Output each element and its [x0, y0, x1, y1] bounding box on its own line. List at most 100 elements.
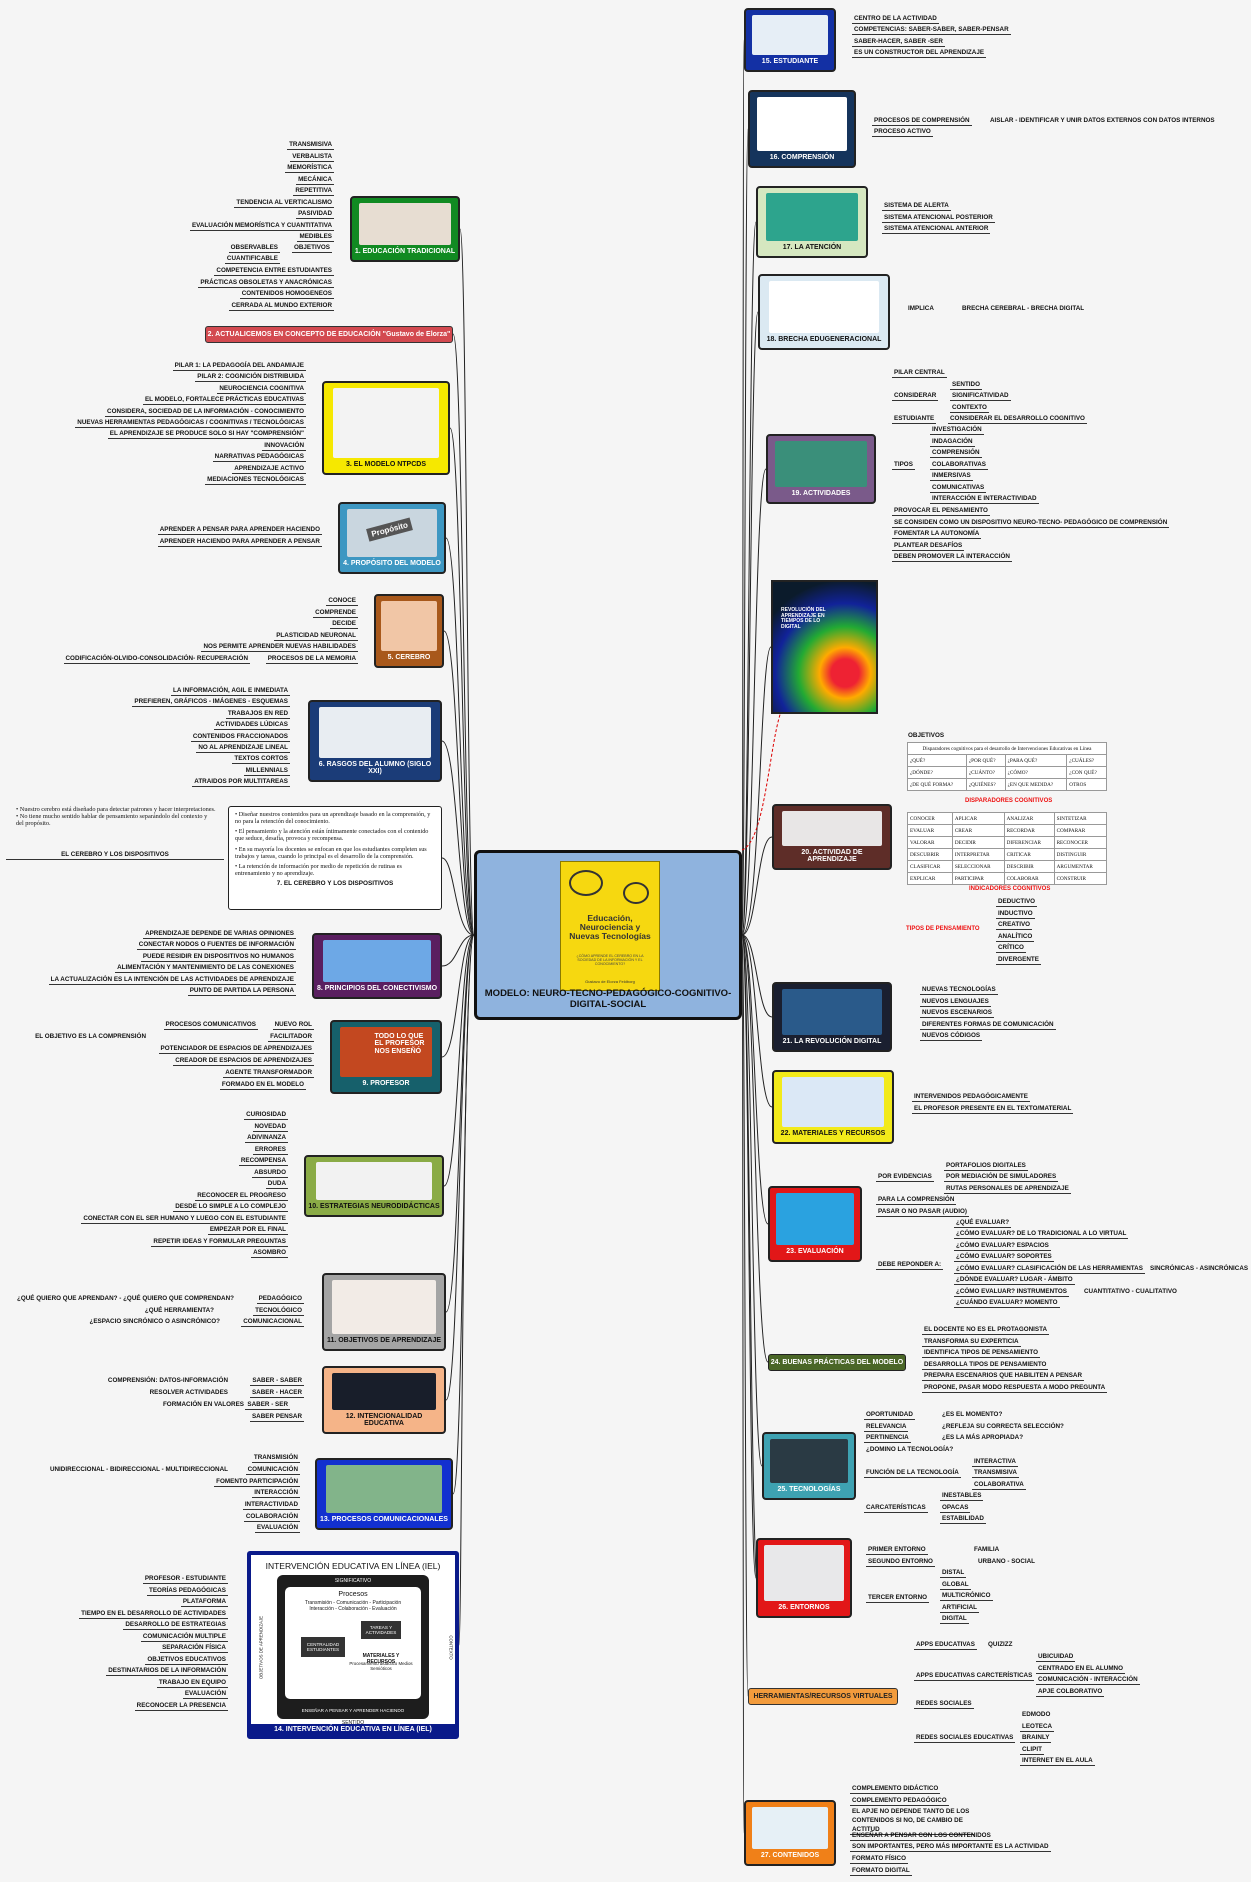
leaf-l1[interactable]: MEDIBLES — [297, 233, 334, 242]
leaf-lhr[interactable]: APPS EDUCATIVAS CARCTERÍSTICAS — [914, 1672, 1035, 1681]
leaf-l23[interactable]: POR MEDIACIÓN DE SIMULADORES — [944, 1173, 1059, 1182]
leaf-l1[interactable]: PASIVIDAD — [296, 210, 334, 219]
leaf-l19[interactable]: COMPRENSIÓN — [930, 449, 982, 458]
leaf-l8[interactable]: APRENDIZAJE DEPENDE DE VARIAS OPINIONES — [143, 930, 296, 939]
leaf-l12[interactable]: SABER - SABER — [250, 1377, 304, 1386]
leaf-l19[interactable]: SENTIDO — [950, 381, 982, 390]
leaf-lhr[interactable]: UBICUIDAD — [1036, 1653, 1076, 1662]
leaf-l27[interactable]: FORMATO DIGITAL — [850, 1867, 912, 1876]
leaf-l25[interactable]: ¿ES EL MOMENTO? — [942, 1411, 1003, 1418]
leaf-lhr[interactable]: APPS EDUCATIVAS — [914, 1641, 977, 1650]
leaf-lhr[interactable]: APJE COLBORATIVO — [1036, 1688, 1105, 1697]
leaf-l26[interactable]: ARTIFICIAL — [940, 1604, 979, 1613]
node-n25[interactable]: 25. TECNOLOGÍAS — [762, 1432, 856, 1500]
leaf-l27[interactable]: SON IMPORTANTES, PERO MÁS IMPORTANTE ES … — [850, 1843, 1051, 1852]
leaf-l5[interactable]: CODIFICACIÓN-OLVIDO-CONSOLIDACIÓN- RECUP… — [63, 655, 250, 664]
leaf-l3[interactable]: APRENDIZAJE ACTIVO — [232, 464, 306, 474]
node-intervencion-educativa[interactable]: INTERVENCIÓN EDUCATIVA EN LÍNEA (IEL) SI… — [247, 1551, 459, 1739]
leaf-l12[interactable]: SABER - HACER — [249, 1389, 304, 1398]
leaf-l10[interactable]: DESDE LO SIMPLE A LO COMPLEJO — [173, 1203, 288, 1212]
leaf-l24[interactable]: TRANSFORMA SU EXPERTICIA — [922, 1337, 1021, 1347]
leaf-l23[interactable]: ¿DÓNDE EVALUAR? LUGAR - ÁMBITO — [954, 1276, 1075, 1285]
leaf-l10[interactable]: REPETIR IDEAS Y FORMULAR PREGUNTAS — [151, 1237, 288, 1247]
leaf-l5[interactable]: DECIDE — [330, 620, 358, 629]
leaf-l13[interactable]: FOMENTO PARTICIPACIÓN — [214, 1478, 300, 1487]
leaf-l3[interactable]: CONSIDERA, SOCIEDAD DE LA INFORMACIÓN - … — [105, 407, 306, 417]
leaf-l15[interactable]: ES UN CONSTRUCTOR DEL APRENDIZAJE — [852, 49, 987, 59]
leaf-l11[interactable]: ¿QUÉ HERRAMIENTA? — [144, 1307, 214, 1314]
leaf-l1[interactable]: TRANSMISIVA — [287, 141, 334, 150]
leaf-l10[interactable]: ASOMBRO — [251, 1249, 288, 1258]
leaf-l9[interactable]: AGENTE TRANSFORMADOR — [223, 1069, 314, 1078]
leaf-l9[interactable]: EL OBJETIVO ES LA COMPRENSIÓN — [35, 1033, 146, 1040]
leaf-l1[interactable]: OBJETIVOS — [291, 244, 332, 253]
leaf-l12[interactable]: SABER PENSAR — [249, 1413, 304, 1422]
leaf-l14[interactable]: PLATAFORMA — [180, 1598, 228, 1607]
leaf-l1[interactable]: MEMORÍSTICA — [285, 164, 334, 173]
leaf-l6[interactable]: TEXTOS CORTOS — [232, 755, 290, 765]
leaf-lhr[interactable]: BRAINLY — [1020, 1734, 1052, 1743]
node-n8[interactable]: 8. PRINCIPIOS DEL CONECTIVISMO — [312, 933, 442, 999]
leaf-l23[interactable]: ¿CUÁNDO EVALUAR? MOMENTO — [954, 1299, 1060, 1308]
leaf-l19[interactable]: INTERACCIÓN E INTERACTIVIDAD — [930, 495, 1039, 504]
leaf-l13[interactable]: UNIDIRECCIONAL - BIDIRECCIONAL - MULTIDI… — [49, 1466, 228, 1473]
leaf-l20.tipos[interactable]: DIVERGENTE — [996, 955, 1041, 965]
leaf-l10[interactable]: ABSURDO — [252, 1168, 288, 1178]
node-n16[interactable]: 16. COMPRENSIÓN — [748, 90, 856, 168]
leaf-l6[interactable]: ACTIVIDADES LÚDICAS — [213, 721, 290, 731]
leaf-l23[interactable]: RUTAS PERSONALES DE APRENDIZAJE — [944, 1185, 1071, 1194]
leaf-l12[interactable]: RESOLVER ACTIVIDADES — [149, 1389, 228, 1396]
node-n22[interactable]: 22. MATERIALES Y RECURSOS — [772, 1070, 894, 1144]
leaf-l24[interactable]: IDENTIFICA TIPOS DE PENSAMIENTO — [922, 1349, 1041, 1358]
node-herramientas-virtuales[interactable]: HERRAMIENTAS/RECURSOS VIRTUALES — [748, 1688, 898, 1705]
leaf-l25[interactable]: ¿REFLEJA SU CORRECTA SELECCIÓN? — [942, 1423, 1064, 1430]
leaf-l9[interactable]: FACILITADOR — [268, 1033, 314, 1042]
leaf-l26[interactable]: URBANO - SOCIAL — [978, 1558, 1036, 1565]
leaf-l27[interactable]: EL APJE NO DEPENDE TANTO DE LOS CONTENID… — [850, 1807, 974, 1835]
leaf-l25[interactable]: CARCATERÍSTICAS — [864, 1504, 928, 1513]
leaf-l10[interactable]: CONECTAR CON EL SER HUMANO Y LUEGO CON E… — [81, 1214, 288, 1224]
node-n15[interactable]: 15. ESTUDIANTE — [744, 8, 836, 72]
leaf-l19[interactable]: COMUNICATIVAS — [930, 484, 987, 493]
leaf-l9[interactable]: PROCESOS COMUNICATIVOS — [163, 1021, 258, 1030]
central-model-node[interactable]: Educación, Neurociencia y Nuevas Tecnolo… — [474, 850, 742, 1020]
leaf-l6[interactable]: LA INFORMACIÓN, AGIL E INMEDIATA — [171, 687, 290, 696]
leaf-l22[interactable]: EL PROFESOR PRESENTE EN EL TEXTO/MATERIA… — [912, 1104, 1074, 1114]
leaf-l19[interactable]: PROVOCAR EL PENSAMIENTO — [892, 507, 990, 516]
leaf-l10[interactable]: ERRORES — [252, 1145, 288, 1155]
leaf-l13[interactable]: COLABORACIÓN — [243, 1513, 300, 1522]
leaf-l19[interactable]: DEBEN PROMOVER LA INTERACCIÓN — [892, 553, 1012, 562]
node-n20[interactable]: 20. ACTIVIDAD DE APRENDIZAJE — [772, 804, 892, 870]
leaf-l21[interactable]: NUEVOS CÓDIGOS — [920, 1032, 983, 1041]
leaf-l8[interactable]: PUNTO DE PARTIDA LA PERSONA — [187, 987, 296, 996]
leaf-l24[interactable]: PROPONE, PASAR MODO RESPUESTA A MODO PRE… — [922, 1383, 1108, 1393]
leaf-l3[interactable]: EL MODELO, FORTALECE PRÁCTICAS EDUCATIVA… — [142, 396, 306, 406]
leaf-lhr[interactable]: INTERNET EN EL AULA — [1020, 1757, 1095, 1766]
leaf-l13[interactable]: EVALUACIÓN — [254, 1524, 300, 1533]
leaf-l15[interactable]: COMPETENCIAS: SABER-SABER, SABER-PENSAR — [852, 26, 1011, 36]
leaf-l27[interactable]: COMPLEMENTO DIDÁCTICO — [850, 1785, 941, 1794]
leaf-lhr[interactable]: COMUNICACIÓN - INTERACCIÓN — [1036, 1676, 1140, 1685]
leaf-l6[interactable]: TRABAJOS EN RED — [225, 709, 290, 719]
leaf-l25[interactable]: PERTINENCIA — [864, 1434, 911, 1443]
leaf-l27[interactable]: FORMATO FÍSICO — [850, 1855, 908, 1864]
leaf-l5[interactable]: NOS PERMITE APRENDER NUEVAS HABILIDADES — [201, 643, 358, 652]
node-buenas-practicas[interactable]: 24. BUENAS PRÁCTICAS DEL MODELO — [768, 1354, 906, 1371]
leaf-l13[interactable]: COMUNICACIÓN — [245, 1466, 300, 1475]
leaf-l21[interactable]: NUEVAS TECNOLOGÍAS — [920, 986, 998, 995]
leaf-l1[interactable]: VERBALISTA — [290, 152, 334, 162]
node-n27[interactable]: 27. CONTENIDOS — [744, 1800, 836, 1866]
leaf-l9[interactable]: POTENCIADOR DE ESPACIOS DE APRENDIZAJES — [158, 1045, 314, 1054]
leaf-lhr[interactable]: QUIZIZZ — [988, 1641, 1013, 1648]
leaf-l23[interactable]: SINCRÓNICAS - ASINCRÓNICAS — [1150, 1265, 1249, 1272]
leaf-l23[interactable]: PORTAFOLIOS DIGITALES — [944, 1162, 1028, 1171]
leaf-l11[interactable]: TECNOLÓGICO — [253, 1307, 304, 1316]
leaf-l25[interactable]: COLABORATIVA — [972, 1481, 1026, 1490]
node-n10[interactable]: 10. ESTRATEGIAS NEURODIDÁCTICAS — [304, 1155, 444, 1217]
leaf-l23[interactable]: ¿CÓMO EVALUAR? SOPORTES — [954, 1253, 1054, 1262]
leaf-l1[interactable]: CERRADA AL MUNDO EXTERIOR — [229, 302, 334, 311]
node-n17[interactable]: 17. LA ATENCIÓN — [756, 186, 868, 258]
leaf-l1[interactable]: EVALUACIÓN MEMORÍSTICA Y CUANTITATIVA — [189, 221, 334, 231]
leaf-l8[interactable]: CONECTAR NODOS O FUENTES DE INFORMACIÓN — [136, 941, 296, 951]
leaf-l19[interactable]: INVESTIGACIÓN — [930, 426, 984, 435]
